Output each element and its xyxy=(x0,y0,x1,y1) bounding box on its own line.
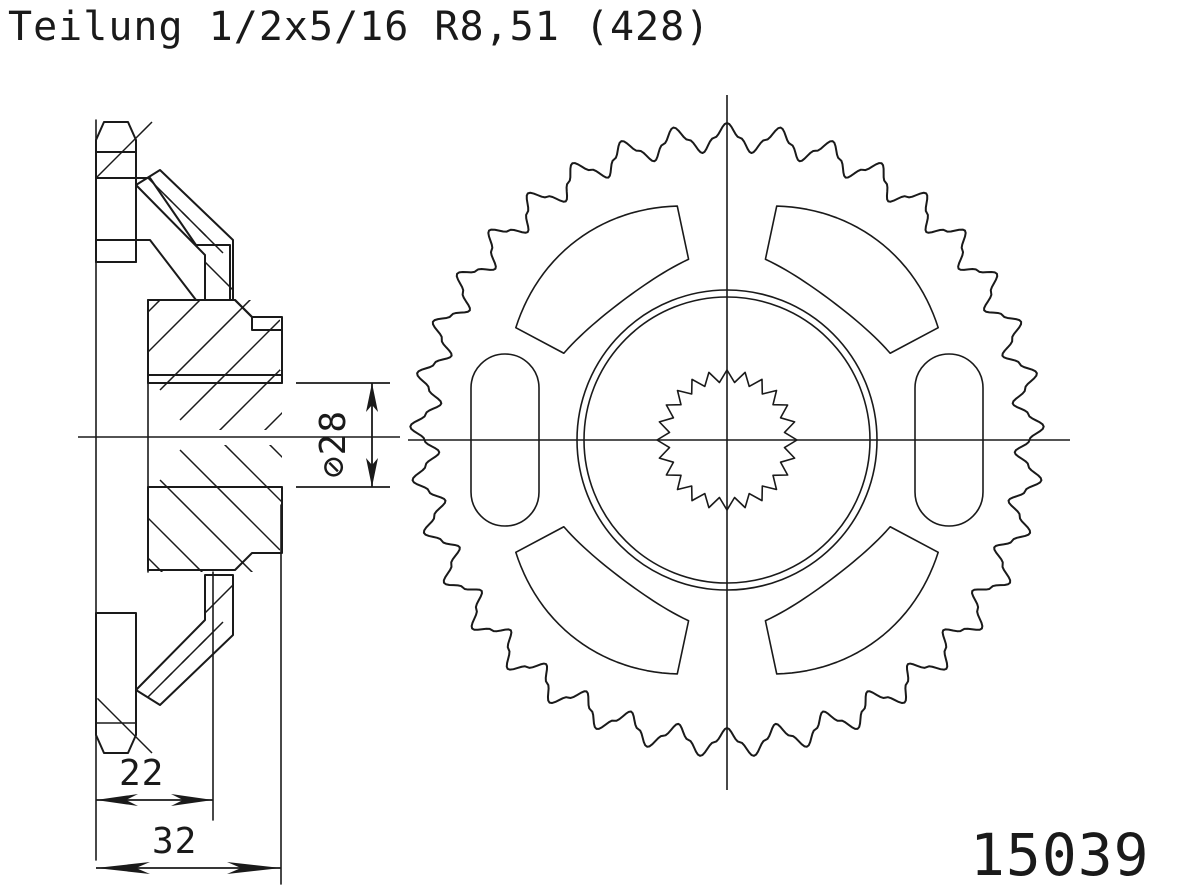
lower-hub-hatching xyxy=(148,445,282,572)
sprocket-face-view xyxy=(408,95,1070,790)
lightening-hole-top-left xyxy=(515,205,690,355)
section-side-view xyxy=(78,119,400,885)
hub-width-arrow-right xyxy=(171,794,213,806)
upper-sloped-web xyxy=(135,169,234,301)
inner-ring-inner-circle xyxy=(583,296,871,584)
total-width-arrow-left xyxy=(96,862,150,874)
inner-ring-outer-circle xyxy=(576,289,878,591)
bore-dim-arrow-top xyxy=(366,383,378,412)
drawing-title: Teilung 1/2x5/16 R8,51 (428) xyxy=(8,4,710,50)
rim-tip-lower-profile xyxy=(95,612,137,754)
lightening-hole-left xyxy=(470,353,540,527)
bore-diameter-dimension: ⊘28 xyxy=(296,382,390,488)
hub-width-dimension: 22 xyxy=(96,753,213,806)
lightening-holes-group xyxy=(470,205,984,675)
sprocket-tooth-outline xyxy=(409,122,1045,757)
rim-tip-upper-hatch xyxy=(96,121,153,179)
lower-sloped-web xyxy=(135,574,234,706)
total-width-arrow-right xyxy=(227,862,281,874)
hub-width-arrow-left xyxy=(96,794,138,806)
hub-width-label: 22 xyxy=(119,753,164,794)
lightening-hole-bottom-right xyxy=(764,525,939,675)
upper-rim-inner-edge xyxy=(95,151,137,263)
lightening-hole-bottom-left xyxy=(515,525,690,675)
splined-center-bore xyxy=(656,369,798,511)
part-number-label: 15039 xyxy=(970,821,1150,889)
rim-tip-lower-hatch xyxy=(96,696,153,754)
total-width-dimension: 32 xyxy=(96,821,281,874)
lightening-hole-top-right xyxy=(764,205,939,355)
bore-dim-arrow-bottom xyxy=(366,458,378,487)
total-width-label: 32 xyxy=(152,821,197,862)
lower-hub-step-profile xyxy=(147,486,283,571)
upper-hub-step-profile xyxy=(147,299,283,384)
lightening-hole-right xyxy=(914,353,984,527)
bore-diameter-label: ⊘28 xyxy=(313,410,354,478)
upper-hub-hatching xyxy=(148,300,282,430)
